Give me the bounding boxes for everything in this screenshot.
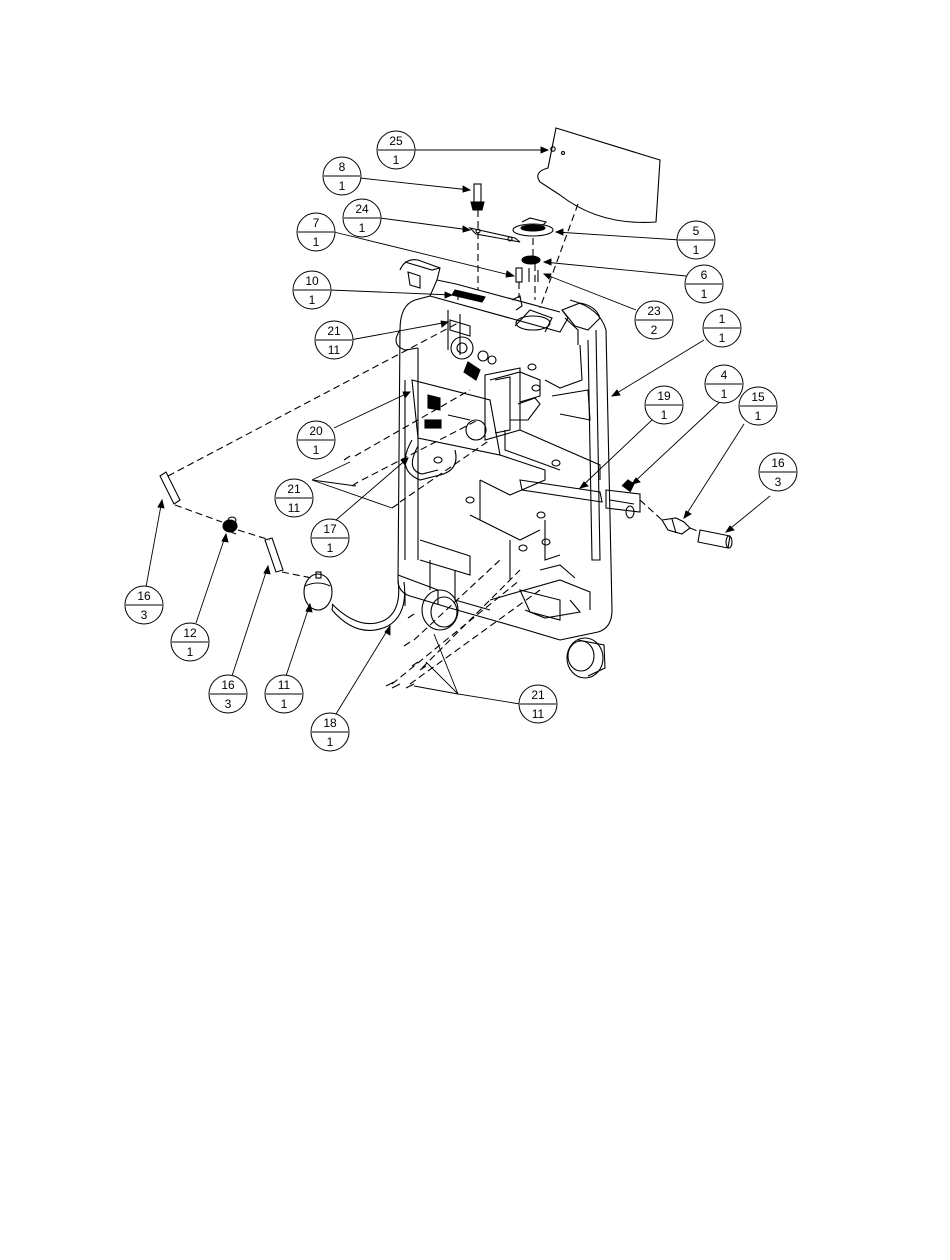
part-21-screws [344,456,426,688]
balloon-quantity: 1 [661,408,668,422]
balloon-item-number: 25 [389,134,403,148]
balloon-item-number: 21 [327,324,341,338]
balloon-item-number: 21 [287,482,301,496]
balloon-quantity: 1 [701,287,708,301]
item-balloon: 121 [171,623,209,661]
balloon-quantity: 1 [313,235,320,249]
item-balloons: 2518124171101211120121111711631211631111… [125,131,797,751]
balloon-quantity: 1 [327,735,334,749]
valve-gear [450,320,496,380]
item-balloon: 163 [125,586,163,624]
balloon-item-number: 16 [137,589,151,603]
item-balloon: 11 [703,309,741,347]
balloon-quantity: 2 [651,323,658,337]
balloon-quantity: 3 [141,608,148,622]
item-balloon: 51 [677,221,715,259]
item-balloon: 81 [323,157,361,195]
balloon-item-number: 6 [701,268,708,282]
balloon-item-number: 23 [647,304,661,318]
balloon-quantity: 1 [755,409,762,423]
balloon-item-number: 21 [531,688,545,702]
balloon-quantity: 1 [313,443,320,457]
balloon-item-number: 24 [355,202,369,216]
balloon-quantity: 1 [187,645,194,659]
part-8-fitting [471,184,484,210]
item-balloon: 111 [265,675,303,713]
part-17-hose [405,440,456,480]
part-20-circuit-board [412,380,500,455]
balloon-quantity: 1 [309,293,316,307]
item-balloon: 251 [377,131,415,169]
item-balloon: 151 [739,387,777,425]
item-balloon: 163 [209,675,247,713]
balloon-item-number: 19 [657,389,671,403]
balloon-quantity: 1 [359,221,366,235]
balloon-quantity: 11 [328,343,341,357]
wheel-rear [422,590,458,630]
balloon-item-number: 7 [313,216,320,230]
item-balloon: 201 [297,421,335,459]
item-balloon: 101 [293,271,331,309]
balloon-quantity: 1 [693,243,700,257]
balloon-item-number: 1 [719,312,726,326]
part-15-fitting [662,518,690,534]
balloon-item-number: 11 [278,678,291,692]
leader-lines [146,147,770,714]
item-balloon: 163 [759,453,797,491]
balloon-quantity: 1 [327,541,334,555]
item-balloon: 241 [343,199,381,237]
item-balloon: 171 [311,519,349,557]
part-16-tube-right [698,530,732,548]
item-balloon: 71 [297,213,335,251]
part-10-plate [452,290,522,310]
part-23-screws [529,268,538,282]
part-4-connector [606,480,640,518]
balloon-item-number: 17 [323,522,337,536]
balloon-item-number: 20 [309,424,323,438]
part-16-tube-left-upper [160,472,180,504]
part-6-nut [522,256,540,264]
balloon-quantity: 3 [225,697,232,711]
balloon-item-number: 12 [183,626,197,640]
balloon-item-number: 15 [751,390,765,404]
item-balloon: 232 [635,301,673,339]
balloon-item-number: 16 [771,456,785,470]
balloon-quantity: 1 [719,331,726,345]
part-5-cap [513,218,553,236]
item-balloon: 181 [311,713,349,751]
balloon-quantity: 1 [721,387,728,401]
balloon-item-number: 5 [693,224,700,238]
item-balloon: 61 [685,265,723,303]
part-1-housing [396,260,612,640]
explosion-lines [168,204,700,684]
balloon-item-number: 16 [221,678,235,692]
balloon-item-number: 18 [323,716,337,730]
item-balloon: 191 [645,386,683,424]
part-18-hose [332,580,405,630]
part-12-check-valve [223,517,237,534]
balloon-quantity: 1 [281,697,288,711]
balloon-quantity: 11 [532,707,545,721]
balloon-quantity: 3 [775,475,782,489]
balloon-item-number: 8 [339,160,346,174]
part-25-label-panel [538,128,660,222]
part-7-pin [516,268,522,282]
balloon-quantity: 1 [339,179,346,193]
balloon-quantity: 1 [393,153,400,167]
item-balloon: 41 [705,365,743,403]
wheel-front [567,638,605,678]
balloon-item-number: 4 [721,368,728,382]
balloon-item-number: 10 [305,274,319,288]
balloon-quantity: 11 [288,501,301,515]
